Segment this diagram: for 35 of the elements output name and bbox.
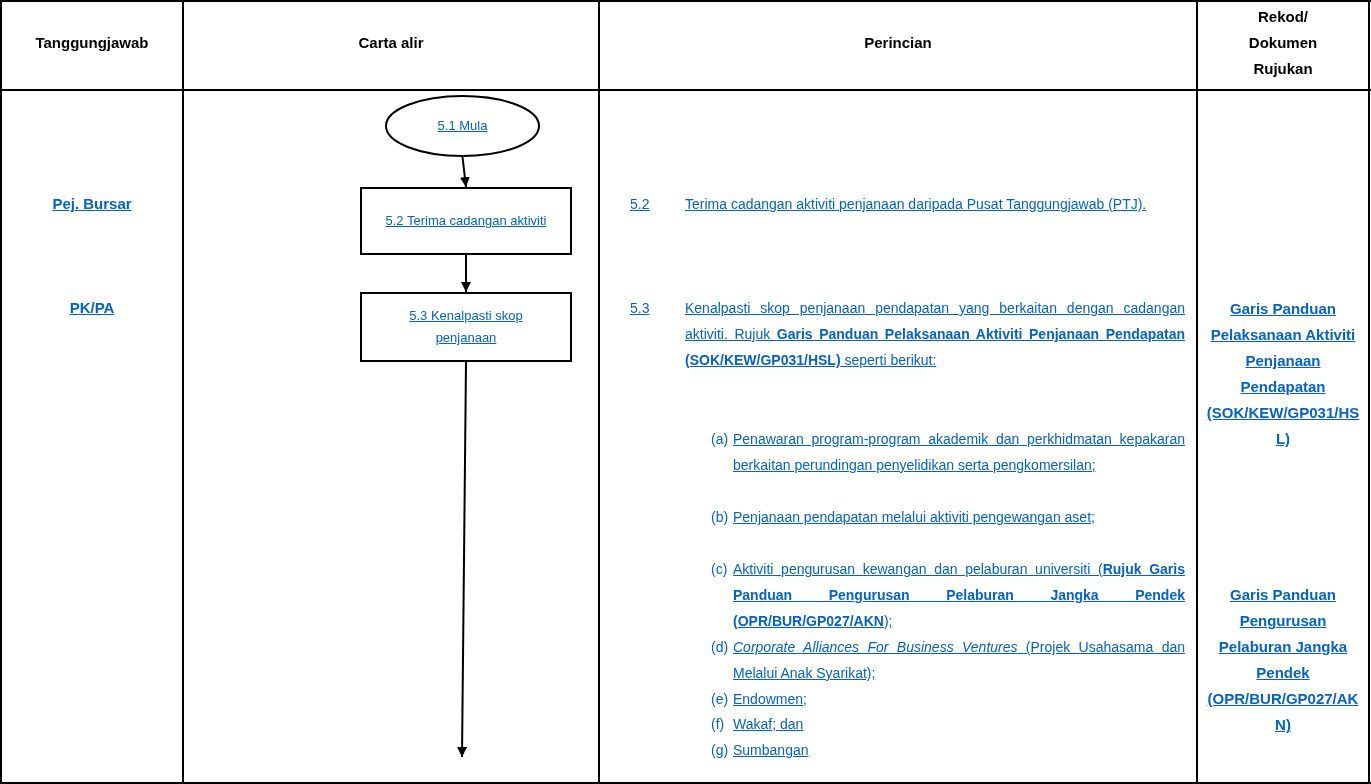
item-letter: (b) — [711, 508, 729, 527]
step-number: 5.3 — [630, 299, 650, 318]
item-text: Aktiviti pengurusan kewangan dan pelaburan universiti (Rujuk Garis Panduan Pengurusan Pelaburan Jangka Pendek (OPR/BUR/GP027/AKN); — [733, 560, 1185, 631]
item-letter: (e) — [711, 690, 729, 709]
item-letter: (d) — [711, 638, 729, 657]
column-header: Rekod/ Dokumen Rujukan — [1247, 7, 1319, 79]
step-description: Kenalpasti skop penjanaan pendapatan yang berkaitan dengan cadangan aktiviti. Rujuk Garis Panduan Pelaksanaan Aktiviti Penjanaan Pendapatan (SOK/KEW/GP031/HSL) seperti berikut: — [685, 299, 1185, 370]
item-text: Wakaf; dan — [733, 715, 805, 734]
item-text: Penawaran program-program akademik dan perkhidmatan kepakaran berkaitan perundingan penyelidikan serta pengkomersilan; — [733, 430, 1185, 475]
process-box — [360, 292, 572, 362]
role-text: Pej. Bursar — [51, 194, 133, 214]
node-text: 5.3 Kenalpasti skop penjanaan — [408, 307, 524, 347]
arrow — [461, 254, 471, 293]
arrow — [459, 156, 470, 188]
column-header: Tanggungjawab — [34, 33, 150, 53]
start-oval — [385, 95, 540, 157]
item-letter: (g) — [711, 741, 729, 760]
node-text: 5.2 Terima cadangan aktiviti — [385, 212, 547, 230]
step-number: 5.2 — [630, 195, 650, 214]
item-text: Penjanaan pendapatan melalui aktiviti pengewangan aset; — [733, 508, 1096, 527]
process-box — [360, 187, 572, 255]
role-text: PK/PA — [68, 298, 116, 318]
reference-text: Garis Panduan Pengurusan Pelaburan Jangka Pendek (OPR/BUR/GP027/AKN) — [1206, 585, 1360, 735]
node-text: 5.1 Mula — [437, 117, 488, 135]
column-header: Perincian — [863, 33, 933, 53]
item-text: Endowmen; — [733, 690, 808, 709]
item-letter: (c) — [711, 560, 728, 579]
column-header: Carta alir — [357, 33, 425, 53]
item-text: Corporate Alliances For Business Ventures (Projek Usahasama dan Melalui Anak Syarikat); — [733, 638, 1185, 683]
item-text: Sumbangan — [733, 741, 810, 760]
step-description: Terima cadangan aktiviti penjanaan daripada Pusat Tanggungjawab (PTJ). — [685, 195, 1148, 214]
item-letter: (a) — [711, 430, 729, 449]
item-letter: (f) — [711, 715, 725, 734]
arrow — [457, 361, 468, 758]
reference-text: Garis Panduan Pelaksanaan Aktiviti Penjanaan Pendapatan (SOK/KEW/GP031/HSL) — [1205, 299, 1361, 449]
